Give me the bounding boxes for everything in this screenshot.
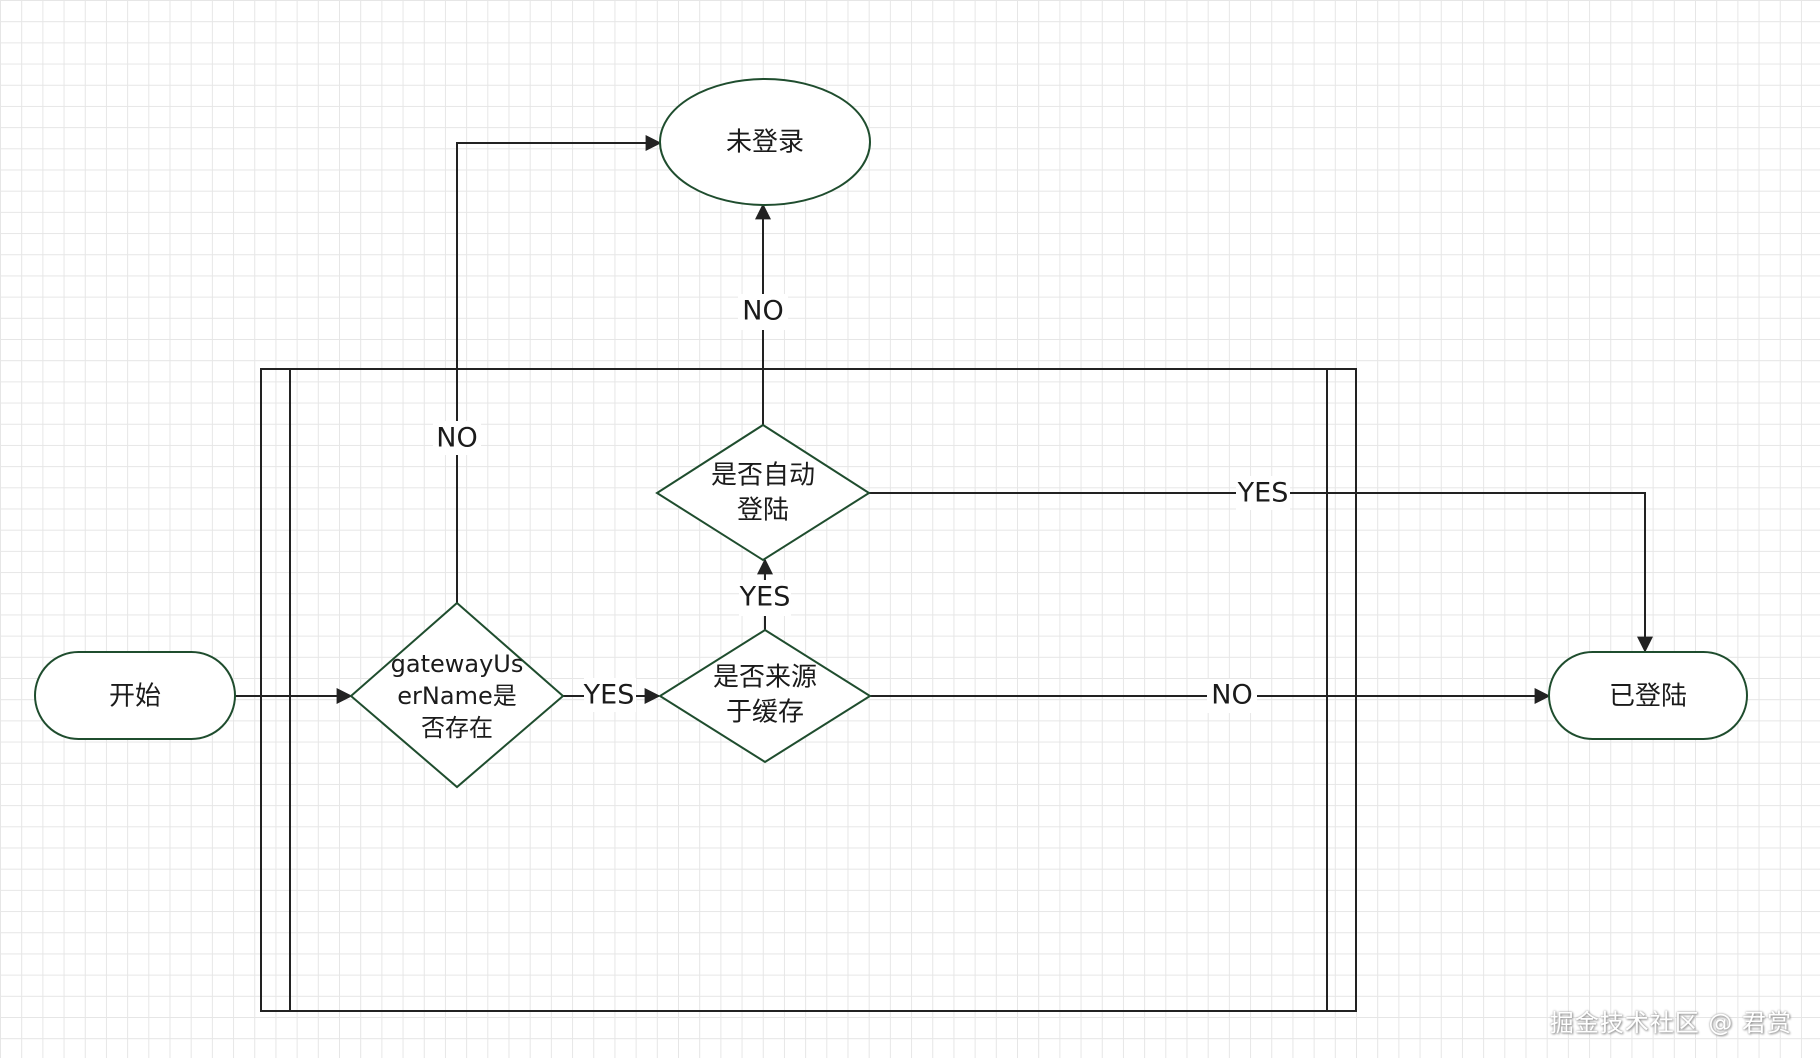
label-cache-no: NO <box>1211 680 1252 711</box>
node-start-label: 开始 <box>109 682 161 712</box>
decision-check-username-line-1: gatewayUs <box>391 650 524 678</box>
edge-check-username-no <box>456 135 662 603</box>
label-auto-login-yes: YES <box>1237 478 1289 509</box>
decision-check-username-line-2: erName是 <box>397 682 516 710</box>
label-auto-login-no: NO <box>742 296 783 327</box>
node-logged-in-label: 已登陆 <box>1609 682 1687 712</box>
node-not-logged-in-label: 未登录 <box>726 128 804 158</box>
decision-check-cache-line-1: 是否来源 <box>713 663 817 693</box>
edge-check-auto-login-yes <box>869 492 1653 653</box>
decision-check-auto-login-line-2: 登陆 <box>737 496 789 526</box>
decision-check-auto-login: 是否自动 登陆 <box>655 423 871 562</box>
node-logged-in: 已登陆 <box>1548 651 1748 740</box>
edge-labels: NO YES NO YES YES NO <box>433 294 1290 713</box>
decision-check-cache: 是否来源 于缓存 <box>658 628 872 764</box>
node-not-logged-in: 未登录 <box>659 78 871 206</box>
decision-check-auto-login-line-1: 是否自动 <box>711 461 815 491</box>
label-username-no: NO <box>436 423 477 454</box>
process-container <box>260 368 1357 1012</box>
watermark: 掘金技术社区 @ 君赏 <box>1549 1009 1792 1037</box>
decision-check-cache-line-2: 于缓存 <box>726 698 804 728</box>
label-cache-yes: YES <box>739 582 791 613</box>
decision-check-username-line-3: 否存在 <box>421 714 493 742</box>
node-start: 开始 <box>34 651 236 740</box>
decision-check-username: gatewayUs erName是 否存在 <box>349 601 565 789</box>
label-username-yes: YES <box>583 680 635 711</box>
